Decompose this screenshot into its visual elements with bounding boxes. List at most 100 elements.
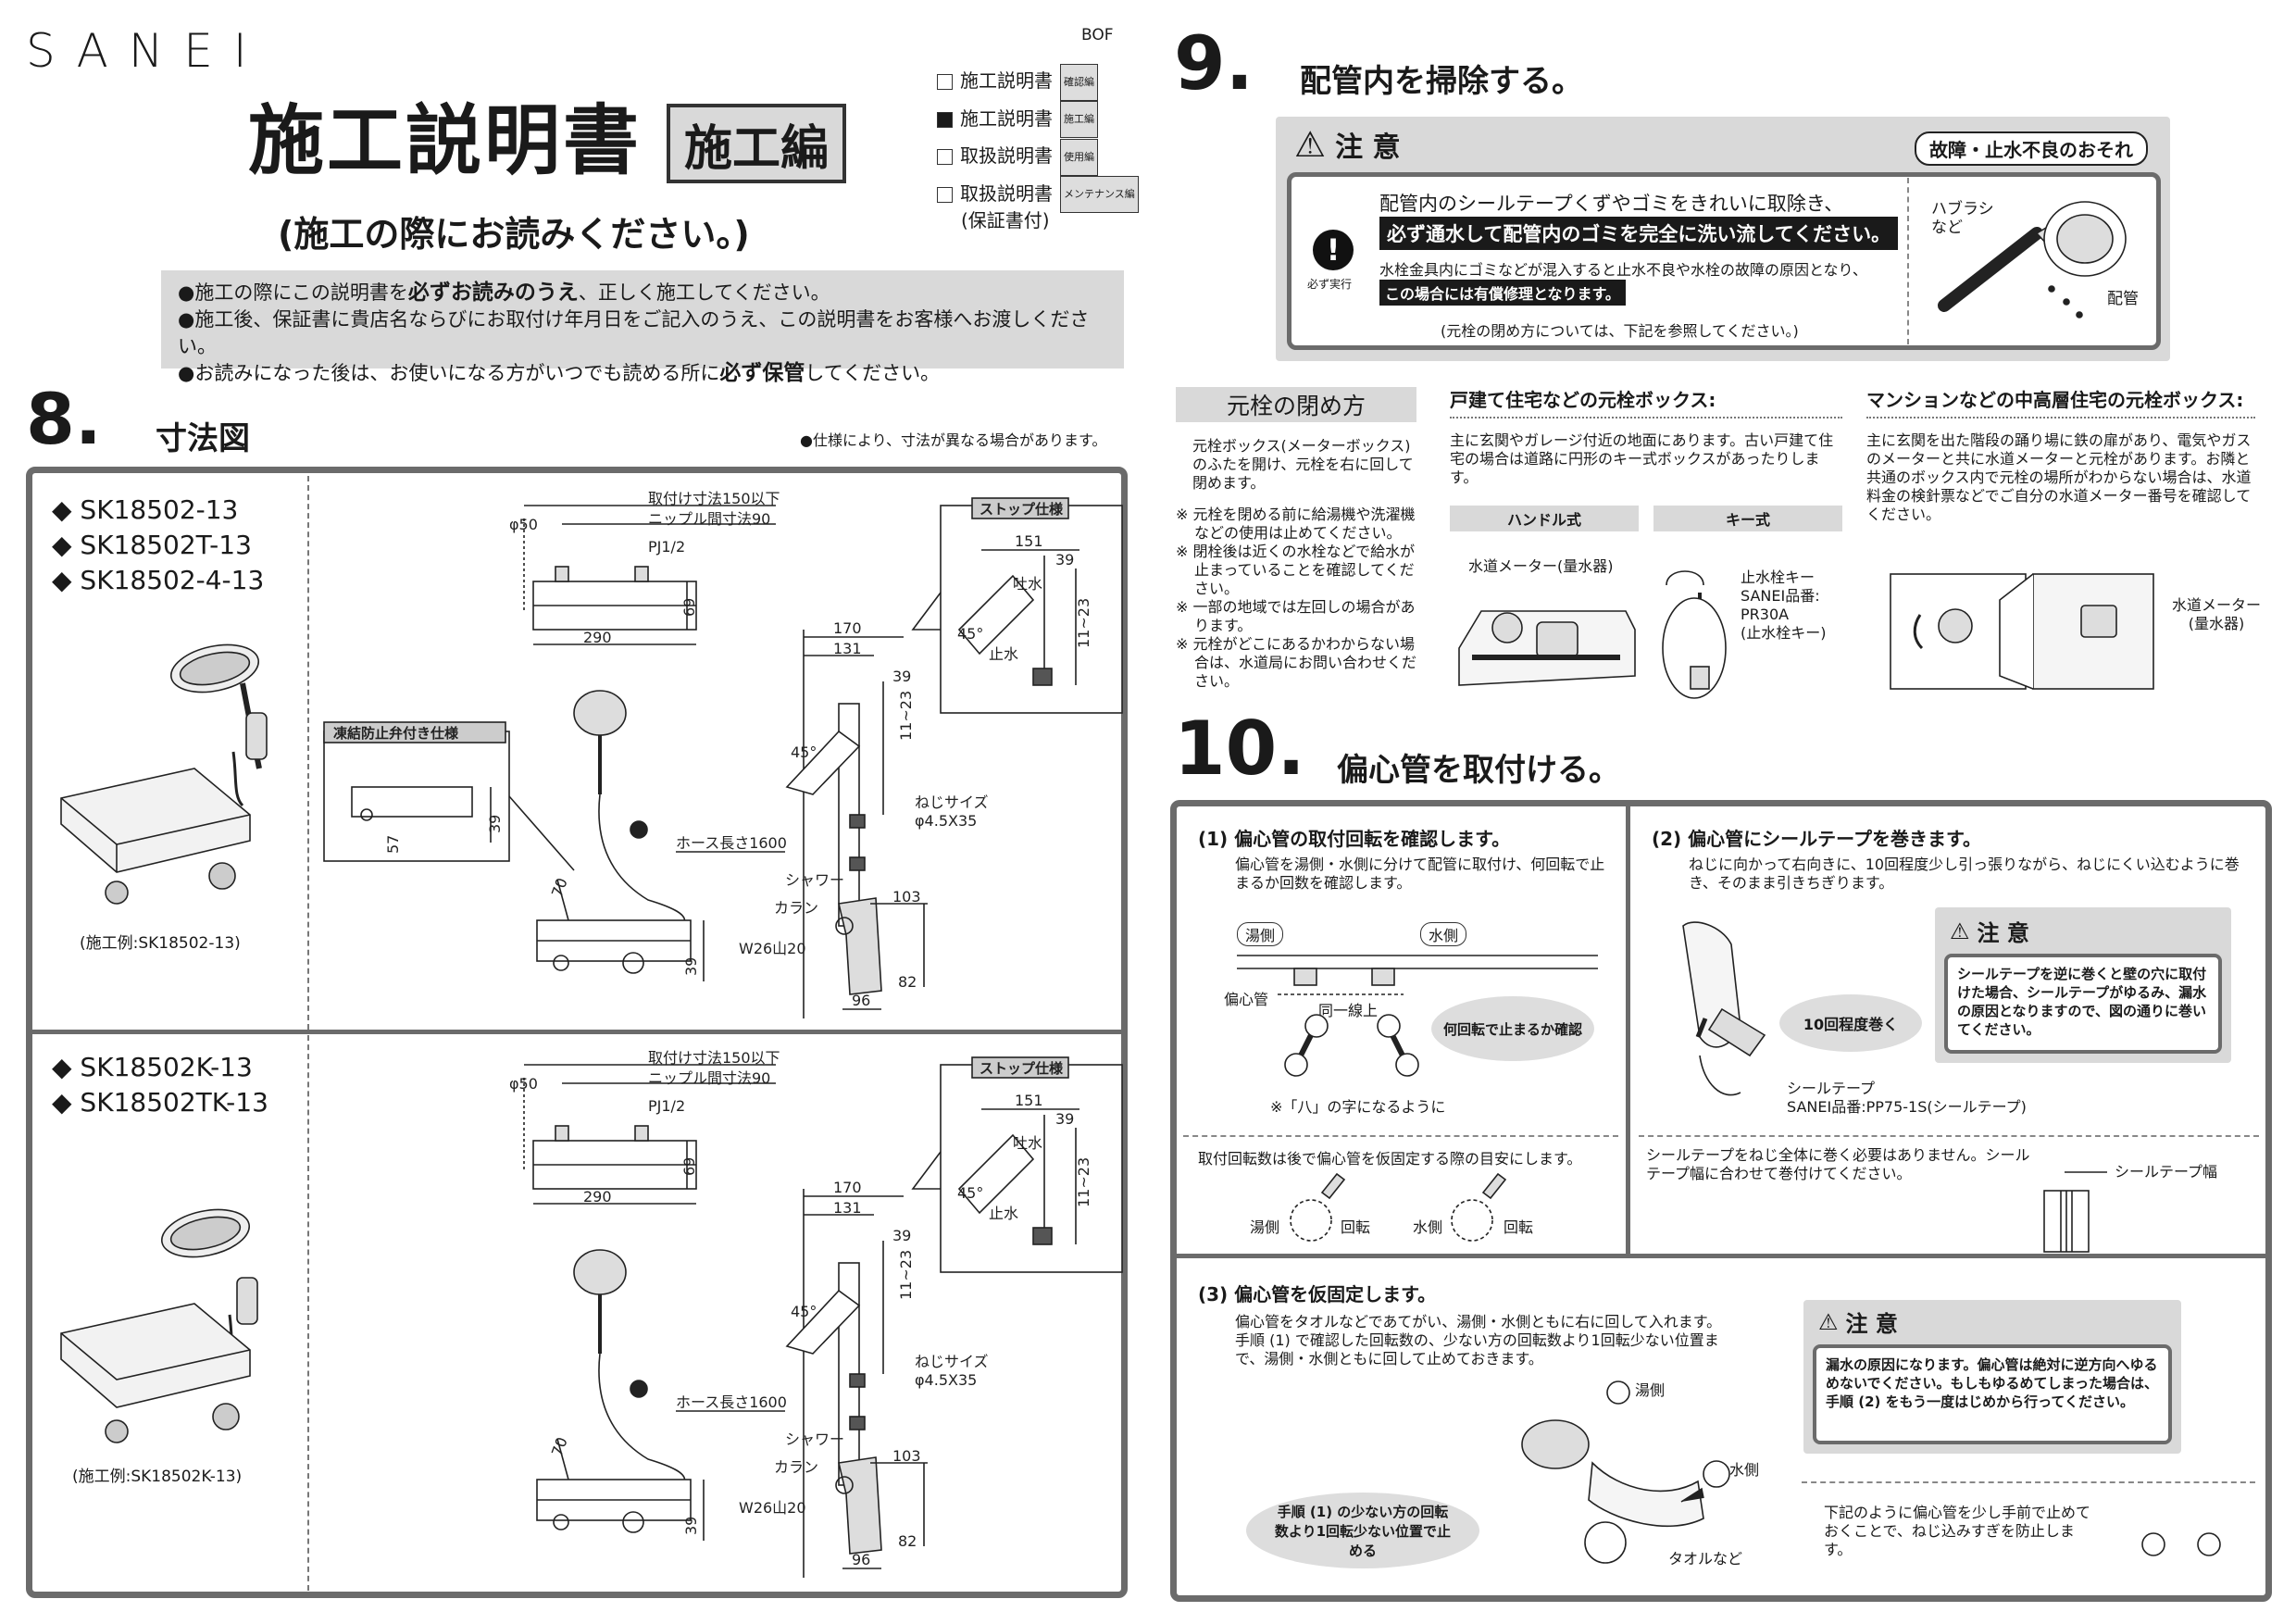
document-title: 施工説明書 <box>248 97 643 185</box>
section-10-hdivider <box>1176 1254 2266 1258</box>
dim-82: 82 <box>898 1532 917 1550</box>
dim-mount: 取付け寸法150以下 <box>648 490 780 507</box>
dim-69: 69 <box>680 1157 698 1176</box>
stop-spec-pointer <box>911 592 942 631</box>
dim-45-stop: 45° <box>957 1184 983 1202</box>
stop-spec-tag: ストップ仕様 <box>980 501 1064 518</box>
doc-list-note: (保証書付) <box>961 209 1050 231</box>
dim-nipple: ニップル間寸法90 <box>648 1069 770 1087</box>
shower-head-top <box>573 690 627 736</box>
model-name: ◆ SK18502T-13 <box>52 530 252 560</box>
caution-3-heading: ⚠注 意 <box>1818 1308 1898 1338</box>
rotation-circle-cold <box>1451 1199 1493 1242</box>
bottom-model-list: ◆ SK18502K-13 ◆ SK18502TK-13 <box>52 1050 268 1120</box>
mansion-valve <box>1938 608 1973 643</box>
mansion-box-rule <box>1866 417 2255 418</box>
pipe-end-inner <box>2056 214 2114 264</box>
bracket-lower <box>849 856 866 871</box>
freeze-pointer <box>508 795 575 871</box>
key-valve <box>1690 666 1710 690</box>
brush-handle <box>1938 227 2043 312</box>
brush-label: ハブラシなど <box>1931 200 1994 237</box>
section-8-note: ●仕様により、寸法が異なる場合があります。 <box>800 431 1107 449</box>
motosen-note: ※ 閉栓後は近くの水栓などで給水が止まっていることを確認してください。 <box>1176 543 1416 597</box>
must-do-label: 必ず実行 <box>1307 278 1353 291</box>
eccentric-pipe-right <box>1371 968 1395 986</box>
dim-45-stop: 45° <box>957 625 983 643</box>
dim-39-bottom: 39 <box>682 957 700 976</box>
faucet-body-piece <box>1521 1419 1590 1469</box>
section-9-number: 9. <box>1174 20 1254 106</box>
bottom-handle-left <box>553 1514 569 1530</box>
debris-dot <box>2076 311 2083 319</box>
rotate-arrow <box>1666 570 1704 586</box>
step-2-desc: ねじに向かって右向きに、10回程度少し引っ張りながら、ねじにくい込むように巻き、… <box>1689 856 2240 892</box>
doc-list-item: 取扱説明書使用編 <box>937 138 1139 176</box>
caution-9-heading: ⚠ 注 意 <box>1294 124 1401 165</box>
dim-82: 82 <box>898 973 917 991</box>
caution-9-line-2: 必ず通水して配管内のゴミを完全に洗い流してください。 <box>1379 217 1899 250</box>
warning-triangle-icon: ⚠ <box>1294 124 1327 165</box>
dim-39-freeze: 39 <box>486 815 504 833</box>
brand-logo: SANEI <box>26 24 268 78</box>
dim-39-stop: 39 <box>1055 1110 1074 1128</box>
stop-spec-box <box>940 1064 1123 1273</box>
intro-line-3: ●お読みになった後は、お使いになる方がいつでも読める所に必ず保管してください。 <box>178 361 941 385</box>
dim-39-bottom: 39 <box>682 1517 700 1535</box>
dim-phi50: φ50 <box>509 1075 538 1093</box>
dim-131: 131 <box>833 640 862 657</box>
step-2-title: (2) 偏心管にシールテープを巻きます。 <box>1652 828 1981 850</box>
warning-triangle-icon: ⚠ <box>1818 1308 1839 1335</box>
model-name: ◆ SK18502K-13 <box>52 1052 253 1082</box>
section-8-dashed-bottom <box>307 1035 309 1591</box>
checkbox-icon <box>937 186 953 203</box>
meter-label-2: 水道メーター(量水器) <box>2172 596 2262 632</box>
top-example-caption: (施工例:SK18502-13) <box>80 934 241 953</box>
cold-side-tag: 水側 <box>1420 922 1467 946</box>
dim-151: 151 <box>1015 1092 1043 1109</box>
step-1-note: 取付回転数は後で偏心管を仮固定する際の目安にします。 <box>1198 1150 1582 1168</box>
eccentric-pipe-left <box>1293 968 1317 986</box>
handle-type-label: ハンドル式 <box>1450 506 1639 531</box>
checkbox-icon <box>937 74 953 90</box>
rotate-arrow-3 <box>1584 1521 1627 1564</box>
hot-rotation-unit: 回転 <box>1341 1218 1371 1236</box>
stop-bracket <box>1032 668 1053 686</box>
towel-label: タオルなど <box>1668 1550 1743 1568</box>
stop-bracket <box>1032 1227 1053 1245</box>
checkbox-icon <box>937 111 953 128</box>
caution-9-line-5: (元栓の閉め方については、下記を参照してください。) <box>1441 322 1799 340</box>
pipe-label: 配管 <box>2107 290 2139 308</box>
dim-line-70 <box>556 1438 569 1480</box>
doc-list-label: 施工説明書 <box>960 106 1053 130</box>
house-box-rule <box>1450 417 1842 418</box>
cold-rotation-label: 水側 <box>1413 1218 1443 1236</box>
model-name: ◆ SK18502TK-13 <box>52 1087 268 1118</box>
label-karan: カラン <box>774 1458 818 1476</box>
cold-side-label-3: 水側 <box>1729 1461 1760 1479</box>
dim-131: 131 <box>833 1199 862 1217</box>
doc-list-tag: 施工編 <box>1060 101 1098 138</box>
doc-list-item: 施工説明書確認編 <box>937 63 1139 101</box>
motosen-note: ※ 元栓を閉める前に給湯機や洗濯機などの使用は止めてください。 <box>1176 506 1416 542</box>
dim-pj: PJ1/2 <box>648 1097 685 1115</box>
section-10-frame <box>1170 800 2272 1602</box>
dim-screw-size: φ4.5X35 <box>915 1371 977 1389</box>
dim-nipple: ニップル間寸法90 <box>648 510 770 528</box>
product-illustration-top <box>60 643 268 905</box>
hot-side-tag: 湯側 <box>1237 922 1284 946</box>
house-box-desc: 主に玄関やガレージ付近の地面にあります。古い戸建て住宅の場合は道路に円形のキー式… <box>1450 431 1834 486</box>
dim-hose: ホース長さ1600 <box>676 1393 787 1411</box>
dim-69: 69 <box>680 598 698 617</box>
eccentric-cold <box>1703 1460 1730 1488</box>
hand-bottom <box>1699 1055 1741 1096</box>
dim-39-side: 39 <box>892 668 911 685</box>
spout-handle <box>835 1476 854 1494</box>
document-subtitle: (施工の際にお読みください。) <box>278 214 750 255</box>
doc-list-label: 取扱説明書 <box>960 144 1053 167</box>
section-9-title: 配管内を掃除する。 <box>1300 63 1583 100</box>
caution-2-heading: ⚠注 意 <box>1950 918 2029 947</box>
side-shower-head <box>785 730 861 795</box>
stop-spec-tag-bg <box>971 497 1069 519</box>
